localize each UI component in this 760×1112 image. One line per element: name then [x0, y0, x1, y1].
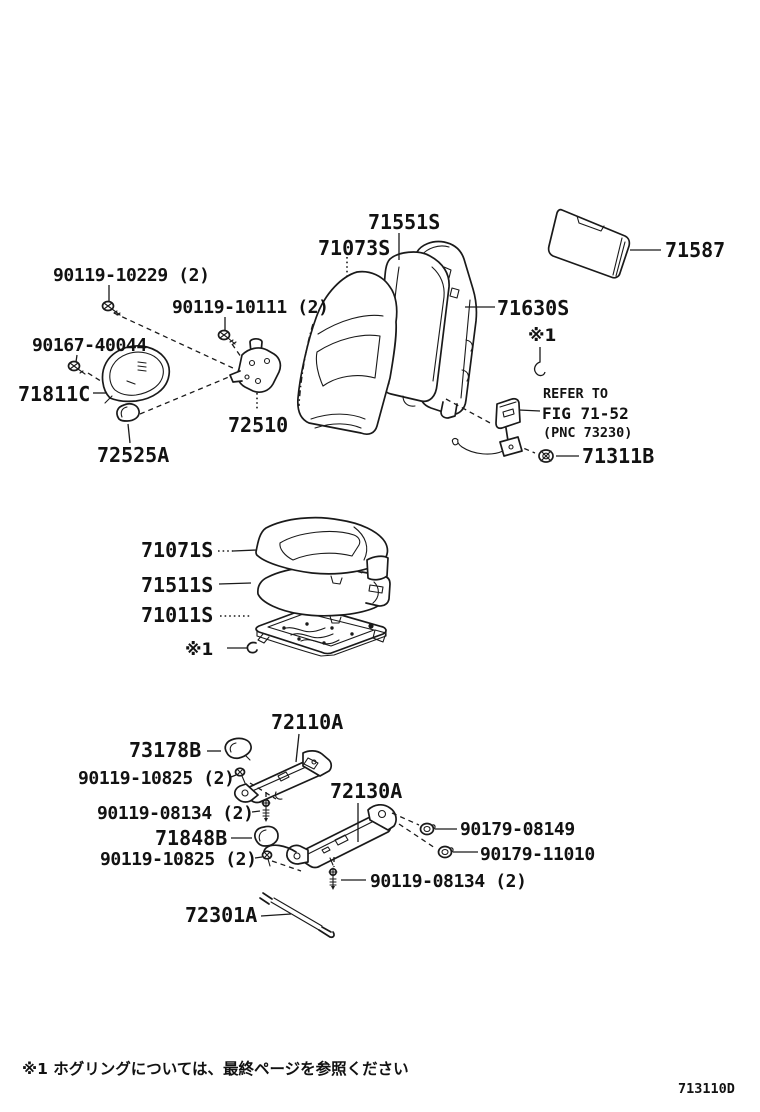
refer-to-line3: (PNC 73230) [543, 425, 632, 441]
hole-cap-drawing [116, 402, 140, 422]
part-label-90167-40044: 90167-40044 [32, 335, 147, 356]
part-label-72301a: 72301A [185, 903, 257, 927]
asterisk-top-label: ※1 [528, 326, 556, 346]
part-label-71587: 71587 [665, 238, 725, 262]
part-label-90119-08134-a: 90119-08134 (2) [97, 803, 254, 824]
cushion-pad-drawing [257, 565, 391, 624]
part-label-72110a: 72110A [271, 710, 343, 734]
cushion-cover-drawing [255, 516, 389, 585]
part-label-71811c: 71811C [18, 382, 90, 406]
screw-90119-10229 [101, 300, 121, 316]
seat-back-cover-drawing [296, 270, 398, 436]
part-label-90119-10111: 90119-10111 (2) [172, 297, 329, 318]
leader-72110a [295, 733, 300, 763]
nut-90179-08149 [419, 822, 436, 836]
part-label-90179-11010: 90179-11010 [480, 844, 595, 865]
leader-10825b [254, 856, 263, 859]
part-label-71311b: 71311B [582, 444, 654, 468]
screw-90119-10111 [217, 329, 237, 345]
part-label-71551s: 71551S [368, 210, 440, 234]
leader-72301a [260, 913, 292, 917]
nut-90179-11010 [437, 845, 454, 859]
bolt-90119-08134-a [261, 798, 271, 822]
hog-ring-glyph [246, 641, 258, 654]
track-clip-drawing [224, 737, 252, 761]
leader-71071s [232, 549, 258, 552]
part-label-71848b: 71848B [155, 826, 227, 850]
part-label-73178b: 73178B [129, 738, 201, 762]
leader-08134a [251, 810, 261, 813]
part-label-71071s: 71071S [141, 538, 213, 562]
figure-code: 713110D [678, 1081, 735, 1097]
leader-10825a [230, 774, 237, 778]
screw-90119-10825-b [261, 850, 273, 867]
screw-90119-10825-a [234, 767, 246, 784]
refer-to-line2: FIG 71-52 [542, 404, 629, 423]
spring-wire-drawing [259, 892, 335, 939]
assembly-dash-upper-3 [87, 372, 113, 389]
leader-72525a [127, 423, 131, 444]
leader-71511s [218, 582, 252, 585]
part-label-90119-10229: 90119-10229 (2) [53, 265, 210, 286]
leader-40044 [75, 354, 78, 363]
hog-ring-footnote: ※1 ホグリングについては、最終ページを参照ください [22, 1059, 409, 1078]
belt-anchor-bolt-drawing [538, 449, 554, 463]
part-label-90179-08149: 90179-08149 [460, 819, 575, 840]
part-label-72525a: 72525A [97, 443, 169, 467]
asterisk-top-leader [533, 347, 546, 377]
part-label-71011s: 71011S [141, 603, 213, 627]
seat-back-board-drawing [547, 208, 631, 279]
track-cover-drawing [254, 825, 279, 847]
part-label-90119-08134-b: 90119-08134 (2) [370, 871, 527, 892]
assembly-dash-track-5 [398, 823, 436, 849]
adjuster-handle-drawing [229, 337, 282, 394]
refer-to-line1: REFER TO [543, 386, 608, 402]
part-label-71630s: 71630S [497, 296, 569, 320]
assembly-dash-upper-1 [113, 312, 236, 370]
shield-drawing [101, 345, 171, 404]
part-label-72510: 72510 [228, 413, 288, 437]
leader-fig [518, 409, 541, 412]
screw-90167-40044 [67, 360, 86, 375]
part-label-90119-10825-a: 90119-10825 (2) [78, 768, 235, 789]
track-outer-drawing [263, 804, 397, 869]
part-label-71073s: 71073S [318, 236, 390, 260]
belt-buckle-drawing [451, 397, 523, 457]
track-inner-drawing [234, 750, 333, 804]
part-label-72130a: 72130A [330, 779, 402, 803]
asterisk-mid-label: ※1 [185, 640, 213, 660]
assembly-dash-track-4 [391, 812, 420, 826]
part-label-90119-10825-b: 90119-10825 (2) [100, 849, 257, 870]
part-label-71511s: 71511S [141, 573, 213, 597]
bolt-90119-08134-b [328, 867, 338, 890]
